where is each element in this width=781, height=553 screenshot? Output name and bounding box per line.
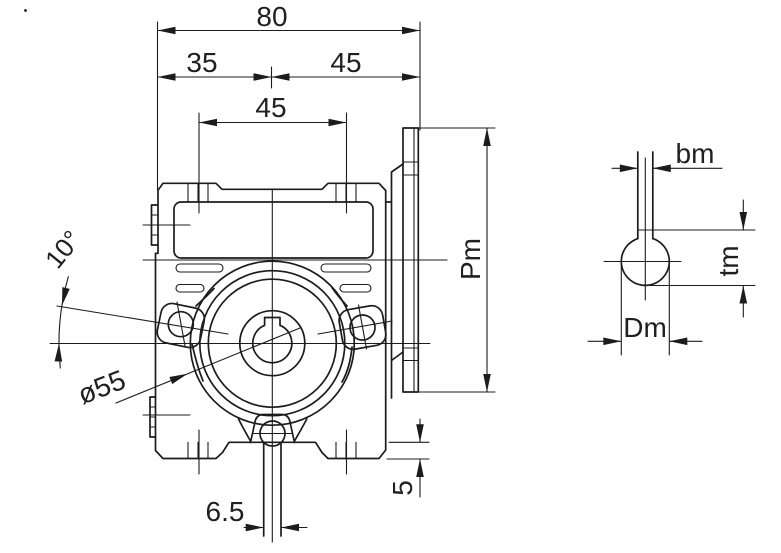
dim-keyway-depth: tm	[641, 199, 756, 318]
dim-label-o55: ø55	[74, 364, 130, 410]
lower-shaft-lines	[262, 442, 282, 537]
dim-label-45-right: 45	[330, 47, 361, 78]
housing-body	[154, 182, 387, 460]
dim-foot-height: 5	[386, 418, 430, 498]
dim-shaft-width: 6.5	[206, 496, 308, 532]
dim-keyway-width: bm	[611, 138, 723, 173]
fin-slot	[339, 283, 372, 293]
artifact-dot	[24, 9, 27, 12]
centerlines	[49, 189, 448, 543]
dim-flange-height: Pm	[417, 127, 496, 393]
side-flange	[384, 127, 420, 399]
dim-label-tm: tm	[713, 245, 744, 276]
detail-view: bm tm Dm	[587, 138, 756, 356]
housing-outline	[149, 182, 387, 537]
detail-centerlines	[603, 157, 682, 301]
dim-total-width: 80	[156, 1, 421, 191]
fin-slot	[320, 263, 372, 273]
dim-label-bm: bm	[676, 138, 715, 169]
fin-slot	[175, 283, 205, 293]
dim-angle: 10°	[39, 225, 87, 369]
dim-bore-diameter: Dm	[587, 260, 703, 356]
dim-label-dm: Dm	[623, 312, 667, 343]
dim-label-5: 5	[387, 480, 418, 496]
flange-neck	[384, 163, 404, 399]
tab-ribs	[187, 182, 357, 203]
dim-label-6-5: 6.5	[206, 496, 245, 527]
left-fin-lines-bottom	[149, 406, 157, 428]
dim-label-10deg: 10°	[39, 225, 87, 274]
detail-keyway-walls	[636, 151, 654, 240]
dim-label-45-tabs: 45	[255, 92, 286, 123]
cover-plate	[173, 201, 374, 259]
main-view: 80 35 45 45 Pm	[39, 1, 496, 543]
feature-center-ticks	[142, 224, 348, 475]
dim-label-35: 35	[186, 47, 217, 78]
right-bolt-hole	[349, 314, 376, 341]
foot-ribs	[187, 441, 357, 460]
dim-split-width: 35 45	[156, 47, 421, 89]
dim-tab-span: 45	[198, 92, 348, 214]
dim-label-pm: Pm	[455, 238, 486, 280]
bore-with-keyway	[251, 316, 293, 364]
angled-hole-centerlines	[56, 305, 393, 335]
dim-label-80: 80	[256, 1, 287, 32]
ear-gussets	[191, 287, 353, 442]
fin-slot	[175, 263, 224, 273]
output-boss	[56, 260, 393, 447]
dim-bolt-circle: ø55	[74, 327, 301, 410]
